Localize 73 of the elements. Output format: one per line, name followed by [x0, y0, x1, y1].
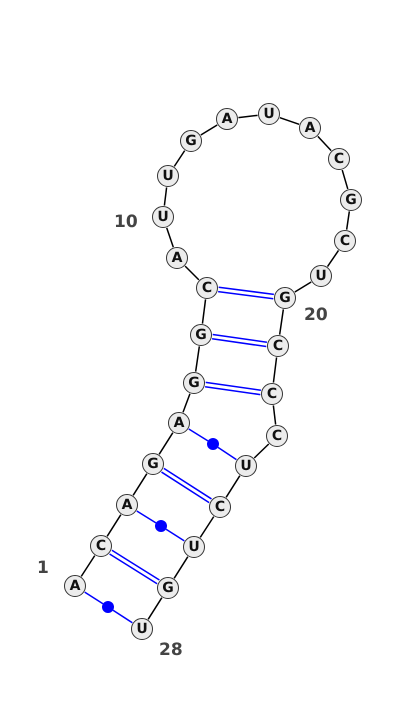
nucleotide-circle: A — [168, 412, 190, 434]
nucleotide-circle: U — [131, 618, 153, 640]
base-pair-line — [211, 334, 268, 348]
base-pair-line — [112, 610, 133, 624]
backbone-line — [148, 597, 162, 620]
nucleotide-circle: A — [116, 494, 138, 516]
base-pair-line — [166, 528, 185, 542]
nucleotide-circle: G — [183, 372, 205, 394]
base-pair-line — [217, 286, 275, 300]
backbone-line — [202, 299, 206, 324]
backbone-line — [342, 170, 348, 190]
backbone-line — [226, 475, 240, 498]
nucleotide-circle: C — [334, 230, 356, 252]
nucleotide-circle: C — [267, 335, 289, 357]
position-number: 10 — [114, 212, 138, 232]
backbone-line — [272, 357, 278, 383]
nucleotide-circle: A — [216, 108, 238, 130]
nucleotide-circle: G — [180, 130, 202, 152]
backbone-line — [326, 250, 340, 267]
position-number: 28 — [159, 640, 183, 660]
nucleotide-circle: G — [190, 324, 212, 346]
position-number: 20 — [304, 305, 328, 325]
base-pair-dot — [207, 438, 219, 450]
backbone-line — [200, 516, 214, 538]
backbone-line — [132, 473, 148, 496]
backbone-line — [158, 432, 174, 455]
nucleotide-circle: A — [299, 117, 321, 139]
nucleotide-circle: C — [261, 383, 283, 405]
base-pair-line — [218, 446, 237, 460]
nucleotide-circle: G — [142, 453, 164, 475]
base-pair-line — [188, 428, 208, 442]
base-pair-line — [84, 592, 104, 604]
backbone-line — [174, 150, 186, 167]
backbone-line — [280, 117, 300, 125]
backbone-line — [194, 346, 200, 372]
backbone-line — [80, 555, 96, 577]
nucleotide-circle: U — [157, 165, 179, 187]
backbone-line — [166, 228, 174, 248]
base-pair-line — [108, 550, 160, 584]
nucleotide-circle: U — [183, 536, 205, 558]
backbone-line — [200, 124, 218, 136]
backbone-line — [294, 281, 312, 293]
backbone-line — [182, 394, 191, 412]
nucleotide-circle: G — [157, 577, 179, 599]
backbone-line — [346, 211, 350, 230]
nucleotide-circle: U — [310, 265, 332, 287]
backbone-line — [278, 309, 284, 335]
backbone-line — [238, 114, 258, 118]
base-pair-line — [136, 510, 156, 524]
backbone-line — [164, 187, 168, 206]
nucleotide-circle: G — [340, 189, 362, 211]
position-number: 1 — [37, 558, 49, 578]
backbone-line — [272, 405, 276, 425]
nucleotide-circle: G — [274, 287, 296, 309]
backbone-line — [106, 514, 122, 537]
nucleotide-circle: C — [266, 425, 288, 447]
nucleotide-circle: C — [196, 277, 218, 299]
backbone-line — [184, 266, 200, 280]
nucleotide-circle: U — [258, 103, 280, 125]
nucleotide-circle: C — [209, 496, 231, 518]
base-pair-line — [204, 382, 262, 396]
base-pair-dot — [102, 601, 114, 613]
backbone-line — [174, 556, 188, 579]
base-pair-line — [160, 468, 212, 504]
nucleotide-circle: A — [166, 247, 188, 269]
nucleotide-circle: A — [64, 575, 86, 597]
nucleotide-circle: C — [90, 535, 112, 557]
nucleotide-circle: U — [152, 206, 174, 228]
base-pair-dot — [155, 520, 167, 532]
nucleotide-circle: U — [235, 455, 257, 477]
backbone-line — [317, 136, 332, 152]
nucleotide-circle: C — [328, 148, 350, 170]
backbone-line — [254, 443, 270, 459]
